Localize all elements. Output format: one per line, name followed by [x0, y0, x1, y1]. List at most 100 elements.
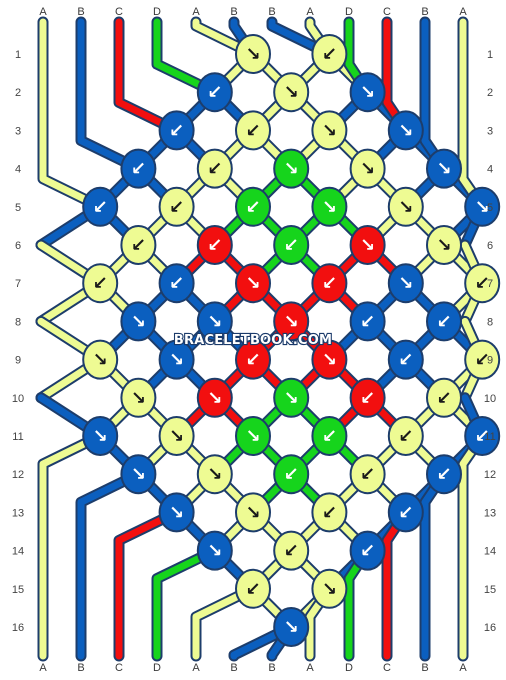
string-bottom-label-10: C [383, 662, 391, 674]
knot-14-8: ↙ [349, 530, 386, 571]
row-number: 16 [12, 622, 24, 634]
knot-arrow-icon: ↙ [284, 235, 299, 256]
knot-13-3: ↘ [158, 492, 195, 533]
knot-arrow-icon: ↙ [475, 426, 490, 447]
knot-16-6: ↘ [273, 607, 310, 647]
string-top-label-4: D [153, 6, 161, 18]
knot-arrow-icon: ↙ [322, 426, 337, 447]
row-number: 9 [487, 355, 493, 367]
knot-2-4: ↙ [196, 72, 233, 113]
knot-4-10: ↘ [426, 148, 462, 189]
knot-12-10: ↙ [426, 454, 462, 495]
knot-12-8: ↙ [349, 454, 386, 495]
knot-arrow-icon: ↘ [322, 120, 337, 141]
knot-9-1: ↘ [82, 339, 119, 380]
knot-arrow-icon: ↘ [93, 350, 108, 371]
knot-arrow-icon: ↙ [360, 464, 375, 485]
knot-6-2: ↙ [120, 225, 157, 265]
knot-arrow-icon: ↙ [169, 197, 184, 218]
knot-9-11: ↙ [464, 339, 501, 380]
knot-arrow-icon: ↙ [360, 541, 375, 562]
string-top-label-10: C [383, 6, 391, 18]
knot-5-11: ↘ [464, 186, 501, 227]
knot-2-6: ↘ [273, 72, 310, 113]
knot-arrow-icon: ↙ [322, 273, 337, 294]
string-top-label-2: B [77, 6, 84, 18]
knot-arrow-icon: ↘ [322, 197, 337, 218]
knot-arrow-icon: ↘ [436, 235, 451, 256]
string-bottom-label-11: B [421, 662, 428, 674]
knot-arrow-icon: ↘ [398, 273, 413, 294]
knot-7-5: ↘ [235, 263, 271, 304]
row-number: 8 [15, 316, 21, 328]
knot-8-6: ↘ [273, 301, 310, 342]
knot-arrow-icon: ↙ [398, 426, 413, 447]
string-bottom-label-1: A [39, 662, 47, 674]
knot-2-8: ↘ [349, 72, 386, 113]
knot-arrow-icon: ↘ [398, 120, 413, 141]
knot-7-1: ↙ [82, 263, 119, 304]
knot-arrow-icon: ↙ [93, 197, 108, 218]
string-top-label-12: A [459, 6, 467, 18]
knot-arrow-icon: ↘ [360, 159, 375, 180]
knot-arrow-icon: ↘ [245, 44, 260, 65]
knot-arrow-icon: ↙ [245, 579, 260, 600]
string-top-label-11: B [421, 6, 428, 18]
knot-arrow-icon: ↙ [169, 120, 184, 141]
row-number: 13 [12, 507, 24, 519]
knot-arrow-icon: ↘ [169, 502, 184, 523]
knot-8-8: ↙ [349, 301, 386, 342]
string-top-label-3: C [115, 6, 123, 18]
knot-11-11: ↙ [464, 416, 501, 456]
row-number: 12 [484, 469, 496, 481]
knot-arrow-icon: ↘ [322, 579, 337, 600]
knot-5-3: ↙ [158, 186, 195, 227]
row-number: 15 [484, 584, 496, 596]
string-top-label-7: B [268, 6, 275, 18]
knot-arrow-icon: ↘ [245, 426, 260, 447]
knot-11-9: ↙ [387, 416, 424, 456]
knot-3-9: ↘ [387, 110, 424, 151]
knot-arrow-icon: ↘ [398, 197, 413, 218]
knot-4-6: ↘ [273, 148, 310, 189]
row-number: 9 [15, 355, 21, 367]
knot-3-3: ↙ [158, 110, 195, 151]
knot-arrow-icon: ↘ [360, 82, 375, 103]
string-bottom-label-12: A [459, 662, 467, 674]
knot-12-2: ↘ [120, 454, 157, 495]
row-number: 5 [15, 202, 21, 214]
knot-11-5: ↘ [235, 416, 271, 456]
knot-arrow-icon: ↙ [436, 311, 451, 332]
row-number: 14 [12, 546, 24, 558]
string-bottom-label-6: B [230, 662, 237, 674]
knot-6-4: ↙ [196, 225, 233, 265]
row-number: 4 [15, 164, 21, 176]
knot-5-9: ↘ [387, 186, 424, 227]
knot-arrow-icon: ↘ [93, 426, 108, 447]
knot-arrow-icon: ↙ [245, 120, 260, 141]
knot-4-4: ↙ [196, 148, 233, 189]
knot-arrow-icon: ↘ [284, 159, 299, 180]
knot-10-4: ↘ [196, 377, 233, 418]
string-bottom-label-3: C [115, 662, 123, 674]
knot-arrow-icon: ↘ [207, 388, 222, 409]
knot-arrow-icon: ↙ [360, 311, 375, 332]
knot-6-10: ↘ [426, 225, 462, 265]
string-top-label-9: D [345, 6, 353, 18]
knot-1-5: ↘ [235, 34, 271, 74]
knot-9-9: ↙ [387, 339, 424, 380]
knot-arrow-icon: ↙ [245, 350, 260, 371]
row-number: 10 [484, 393, 496, 405]
row-number: 6 [15, 240, 21, 252]
knot-13-7: ↙ [311, 492, 348, 533]
knot-arrow-icon: ↙ [475, 273, 490, 294]
string-bottom-label-5: A [192, 662, 200, 674]
knot-7-9: ↘ [387, 263, 424, 304]
knot-10-8: ↙ [349, 377, 386, 418]
knot-arrow-icon: ↙ [284, 541, 299, 562]
knot-arrow-icon: ↘ [436, 159, 451, 180]
knot-arrow-icon: ↘ [207, 464, 222, 485]
knot-arrow-icon: ↙ [360, 388, 375, 409]
